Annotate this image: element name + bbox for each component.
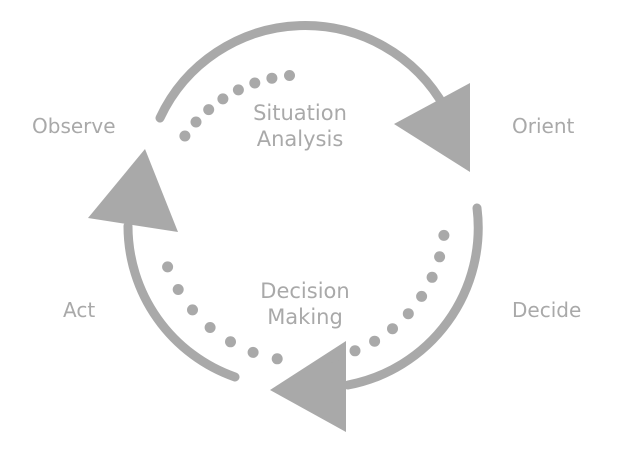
loop-dot-22 [172,284,184,295]
loop-dot-6 [190,116,202,128]
loop-dot-9 [434,251,446,263]
loop-dot-19 [225,336,236,348]
loop-dot-2 [249,77,261,89]
loop-dot-11 [416,290,428,302]
situation-analysis-line-1: Situation [253,101,347,125]
loop-dot-20 [204,322,216,333]
stage-label-orient: Orient [512,114,575,138]
stage-label-act: Act [63,298,96,322]
loop-dot-14 [369,335,381,347]
arc-decide-to-act [343,203,483,390]
stage-label-observe: Observe [32,114,116,138]
loop-dot-15 [349,345,361,357]
loop-dot-13 [387,323,398,335]
inner-dotted-loop [162,70,450,365]
loop-dot-23 [162,261,174,273]
arrowhead-orient [394,83,470,172]
decision-making-line-1: Decision [260,279,350,303]
loop-dot-16 [328,351,340,363]
decision-making-line-2: Making [267,305,343,329]
arrowhead-observe [88,149,178,232]
arc-observe-to-orient [155,21,450,123]
loop-dot-17 [271,353,283,365]
loop-dot-12 [402,308,414,320]
loop-dot-21 [187,304,198,316]
situation-analysis-line-2: Analysis [256,127,344,151]
loop-dot-3 [232,84,244,96]
loop-dot-4 [217,93,229,105]
loop-dot-1 [266,72,278,84]
center-label-decision-making: Decision Making [225,278,385,330]
loop-dot-18 [247,346,259,358]
loop-dot-5 [203,104,215,116]
arc-act-to-observe [123,221,240,382]
center-label-situation-analysis: Situation Analysis [220,100,380,152]
stage-label-decide: Decide [512,298,582,322]
loop-dot-7 [179,130,191,142]
loop-dot-0 [284,70,295,81]
loop-dot-8 [438,229,450,241]
loop-dot-10 [426,271,438,283]
arrowhead-act [270,341,346,432]
